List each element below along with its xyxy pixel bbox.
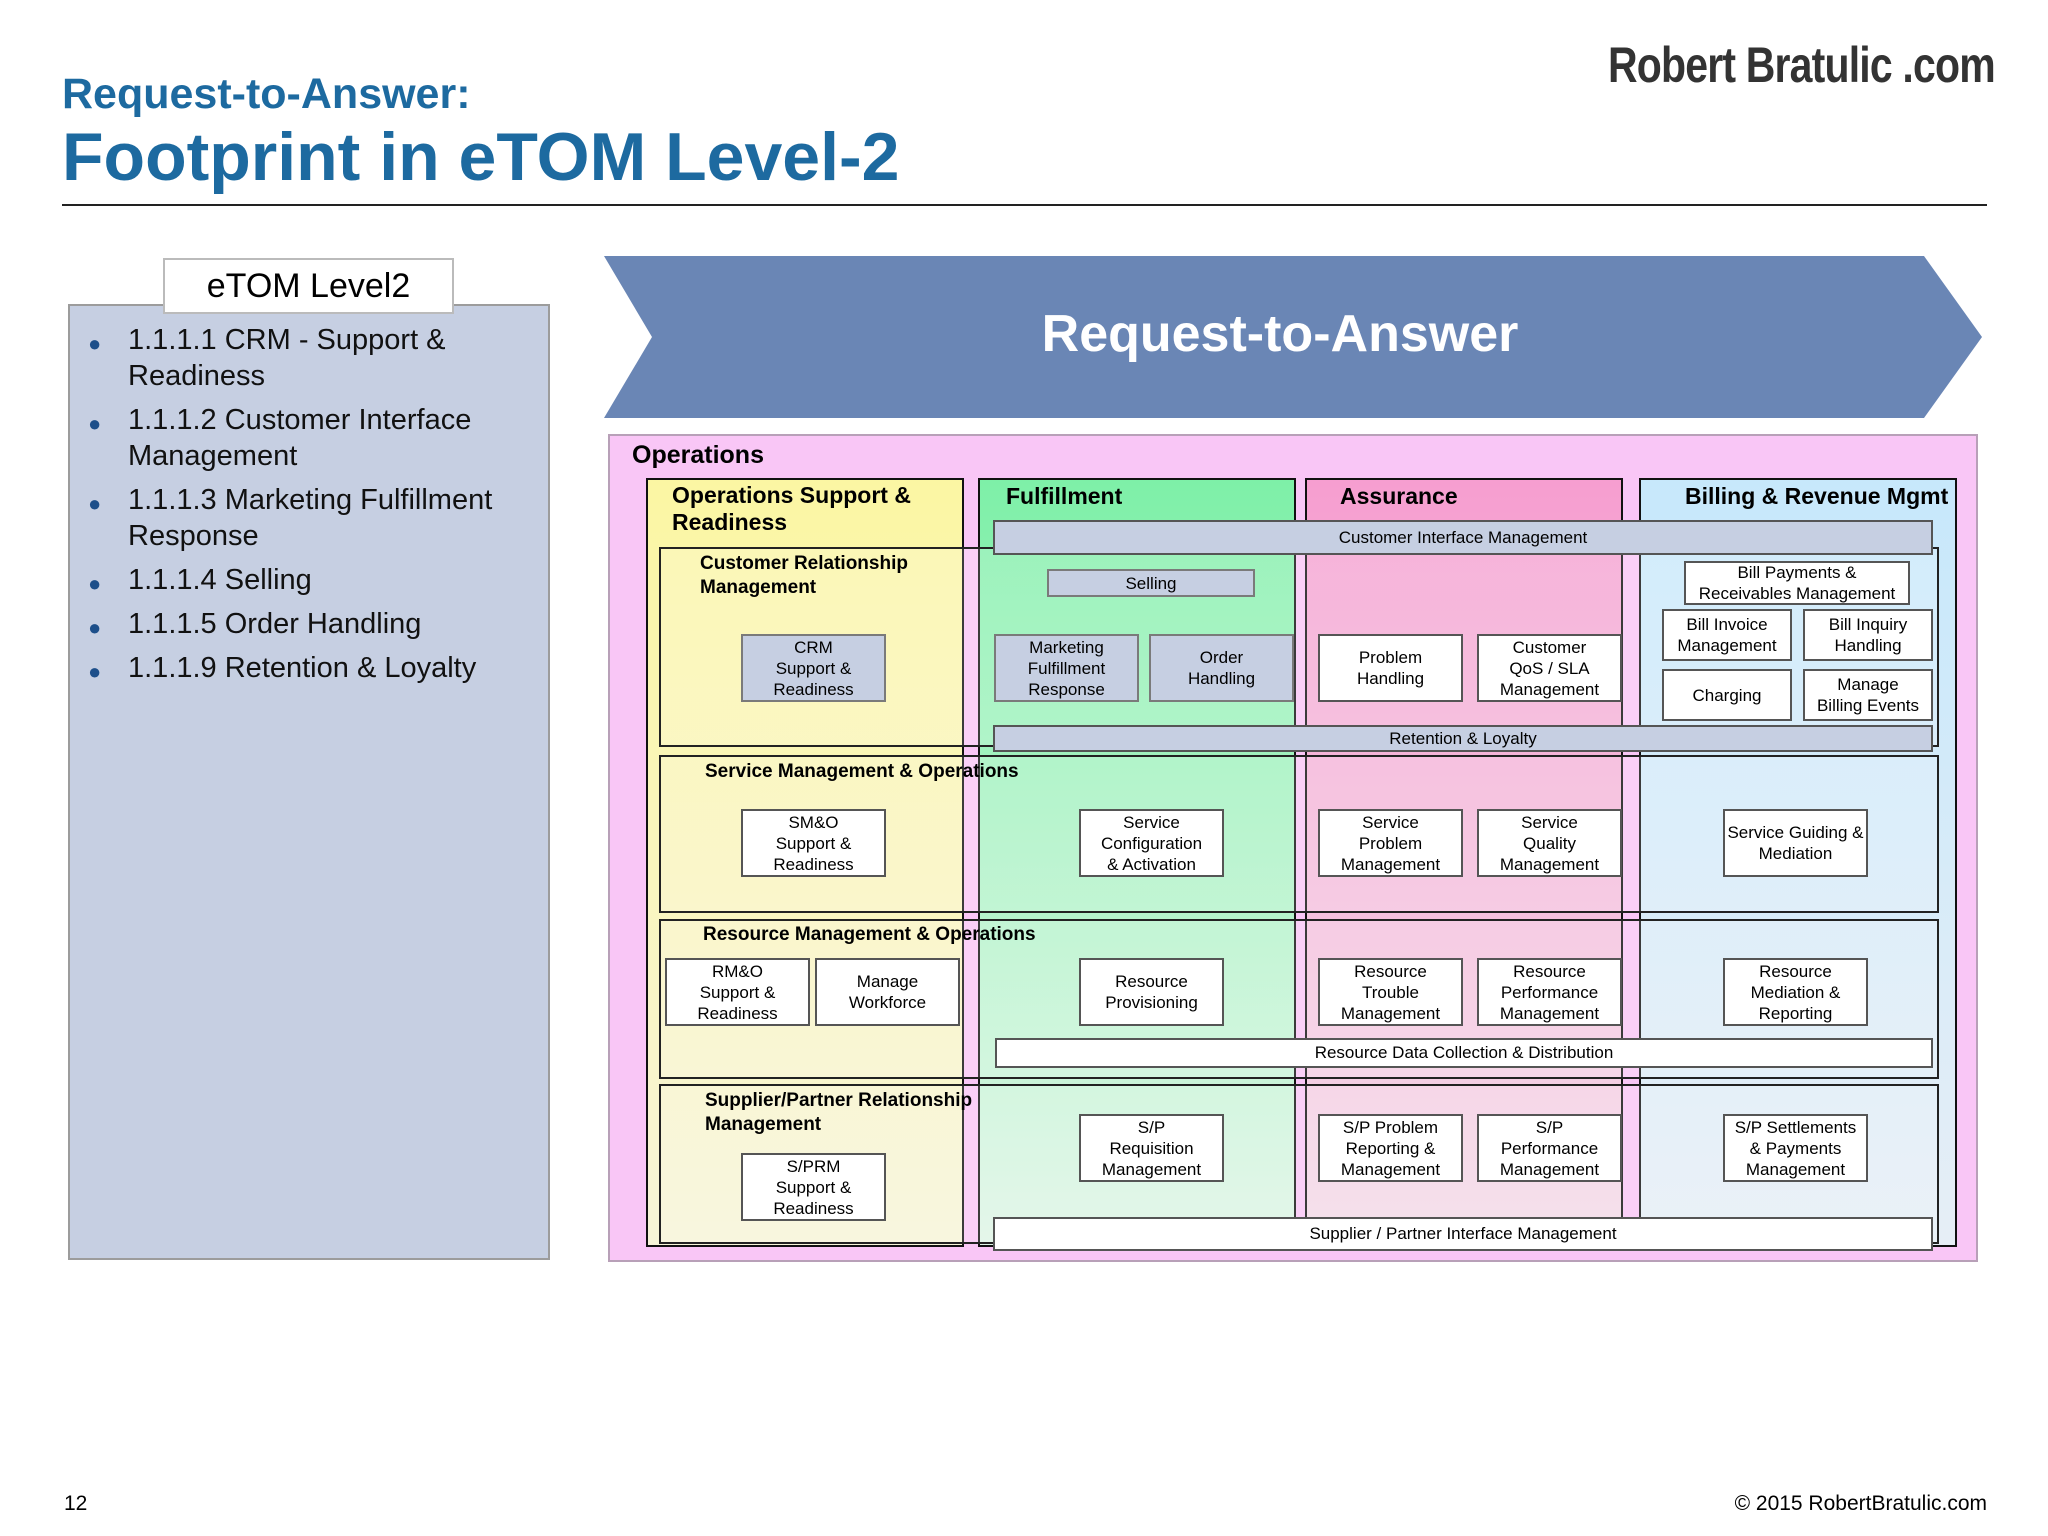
bullet-icon: ● bbox=[88, 615, 102, 640]
box-bill-invoice-management: Bill Invoice Management bbox=[1662, 609, 1792, 661]
box-sp-requisition-management: S/P Requisition Management bbox=[1079, 1114, 1224, 1182]
box-sp-problem-reporting: S/P Problem Reporting & Management bbox=[1318, 1114, 1463, 1182]
strip-resource-data-collection: Resource Data Collection & Distribution bbox=[995, 1038, 1933, 1068]
box-manage-billing-events: Manage Billing Events bbox=[1803, 669, 1933, 721]
strip-retention-loyalty: Retention & Loyalty bbox=[993, 725, 1933, 752]
slide-title: Footprint in eTOM Level-2 bbox=[62, 119, 900, 195]
box-customer-qos-sla: Customer QoS / SLA Management bbox=[1477, 634, 1622, 702]
box-service-problem-management: Service Problem Management bbox=[1318, 809, 1463, 877]
box-bill-payments-receivables: Bill Payments & Receivables Management bbox=[1684, 561, 1910, 605]
row-header-rmo: Resource Management & Operations bbox=[703, 924, 1036, 945]
bullet-icon: ● bbox=[88, 331, 102, 356]
box-sprm-support-readiness: S/PRM Support & Readiness bbox=[741, 1153, 886, 1221]
slide-subtitle: Request-to-Answer: bbox=[62, 70, 471, 118]
column-header-billing: Billing & Revenue Mgmt bbox=[1685, 483, 1949, 509]
box-rmo-support-readiness: RM&O Support & Readiness bbox=[665, 958, 810, 1026]
box-manage-workforce: Manage Workforce bbox=[815, 958, 960, 1026]
row-header-smo: Service Management & Operations bbox=[705, 761, 1019, 782]
box-charging: Charging bbox=[1662, 669, 1792, 721]
box-sp-performance-management: S/P Performance Management bbox=[1477, 1114, 1622, 1182]
etom-level2-panel bbox=[68, 304, 550, 1260]
box-resource-provisioning: Resource Provisioning bbox=[1079, 958, 1224, 1026]
box-resource-trouble-management: Resource Trouble Management bbox=[1318, 958, 1463, 1026]
etom-level2-list: ●1.1.1.1 CRM - Support & Readiness ●1.1.… bbox=[84, 322, 539, 694]
list-item: ●1.1.1.4 Selling bbox=[84, 562, 539, 598]
box-service-configuration: Service Configuration & Activation bbox=[1079, 809, 1224, 877]
list-item: ●1.1.1.5 Order Handling bbox=[84, 606, 539, 642]
box-bill-inquiry-handling: Bill Inquiry Handling bbox=[1803, 609, 1933, 661]
process-arrow-shape bbox=[604, 256, 1982, 418]
box-smo-support-readiness: SM&O Support & Readiness bbox=[741, 809, 886, 877]
row-header-crm: Customer Relationship Management bbox=[700, 553, 908, 598]
box-problem-handling: Problem Handling bbox=[1318, 634, 1463, 702]
bullet-icon: ● bbox=[88, 659, 102, 684]
list-item: ●1.1.1.1 CRM - Support & Readiness bbox=[88, 324, 446, 392]
bullet-icon: ● bbox=[88, 411, 102, 436]
box-marketing-fulfillment-response: Marketing Fulfillment Response bbox=[994, 634, 1139, 702]
etom-level2-label: eTOM Level2 bbox=[163, 258, 454, 314]
process-arrow-label: Request-to-Answer bbox=[1041, 305, 1519, 363]
operations-label: Operations bbox=[632, 441, 764, 469]
copyright: © 2015 RobertBratulic.com bbox=[1734, 1492, 1987, 1515]
list-item: ●1.1.1.2 Customer Interface Management bbox=[88, 404, 472, 472]
row-header-sprm: Supplier/Partner Relationship Management bbox=[705, 1090, 973, 1135]
column-header-fulfillment: Fulfillment bbox=[1006, 483, 1123, 509]
box-service-quality-management: Service Quality Management bbox=[1477, 809, 1622, 877]
box-resource-performance-management: Resource Performance Management bbox=[1477, 958, 1622, 1026]
page-number: 12 bbox=[64, 1492, 88, 1515]
title-divider bbox=[62, 204, 1987, 206]
bullet-icon: ● bbox=[88, 491, 102, 516]
box-crm-support-readiness: CRM Support & Readiness bbox=[741, 634, 886, 702]
column-header-osr: Operations Support & Readiness bbox=[672, 482, 911, 535]
strip-supplier-partner-interface: Supplier / Partner Interface Management bbox=[993, 1217, 1933, 1251]
box-sp-settlements-payments: S/P Settlements & Payments Management bbox=[1723, 1114, 1868, 1182]
box-selling: Selling bbox=[1047, 569, 1255, 597]
box-resource-mediation-reporting: Resource Mediation & Reporting bbox=[1723, 958, 1868, 1026]
box-service-guiding-mediation: Service Guiding & Mediation bbox=[1723, 809, 1868, 877]
brand-logo: Robert Bratulic .com bbox=[1608, 37, 1996, 93]
bullet-icon: ● bbox=[88, 571, 102, 596]
list-item: ●1.1.1.9 Retention & Loyalty bbox=[84, 650, 539, 686]
box-order-handling: Order Handling bbox=[1149, 634, 1294, 702]
list-item: ●1.1.1.3 Marketing Fulfillment Response bbox=[88, 484, 493, 552]
strip-customer-interface-management: Customer Interface Management bbox=[993, 520, 1933, 555]
column-header-assurance: Assurance bbox=[1340, 483, 1458, 509]
